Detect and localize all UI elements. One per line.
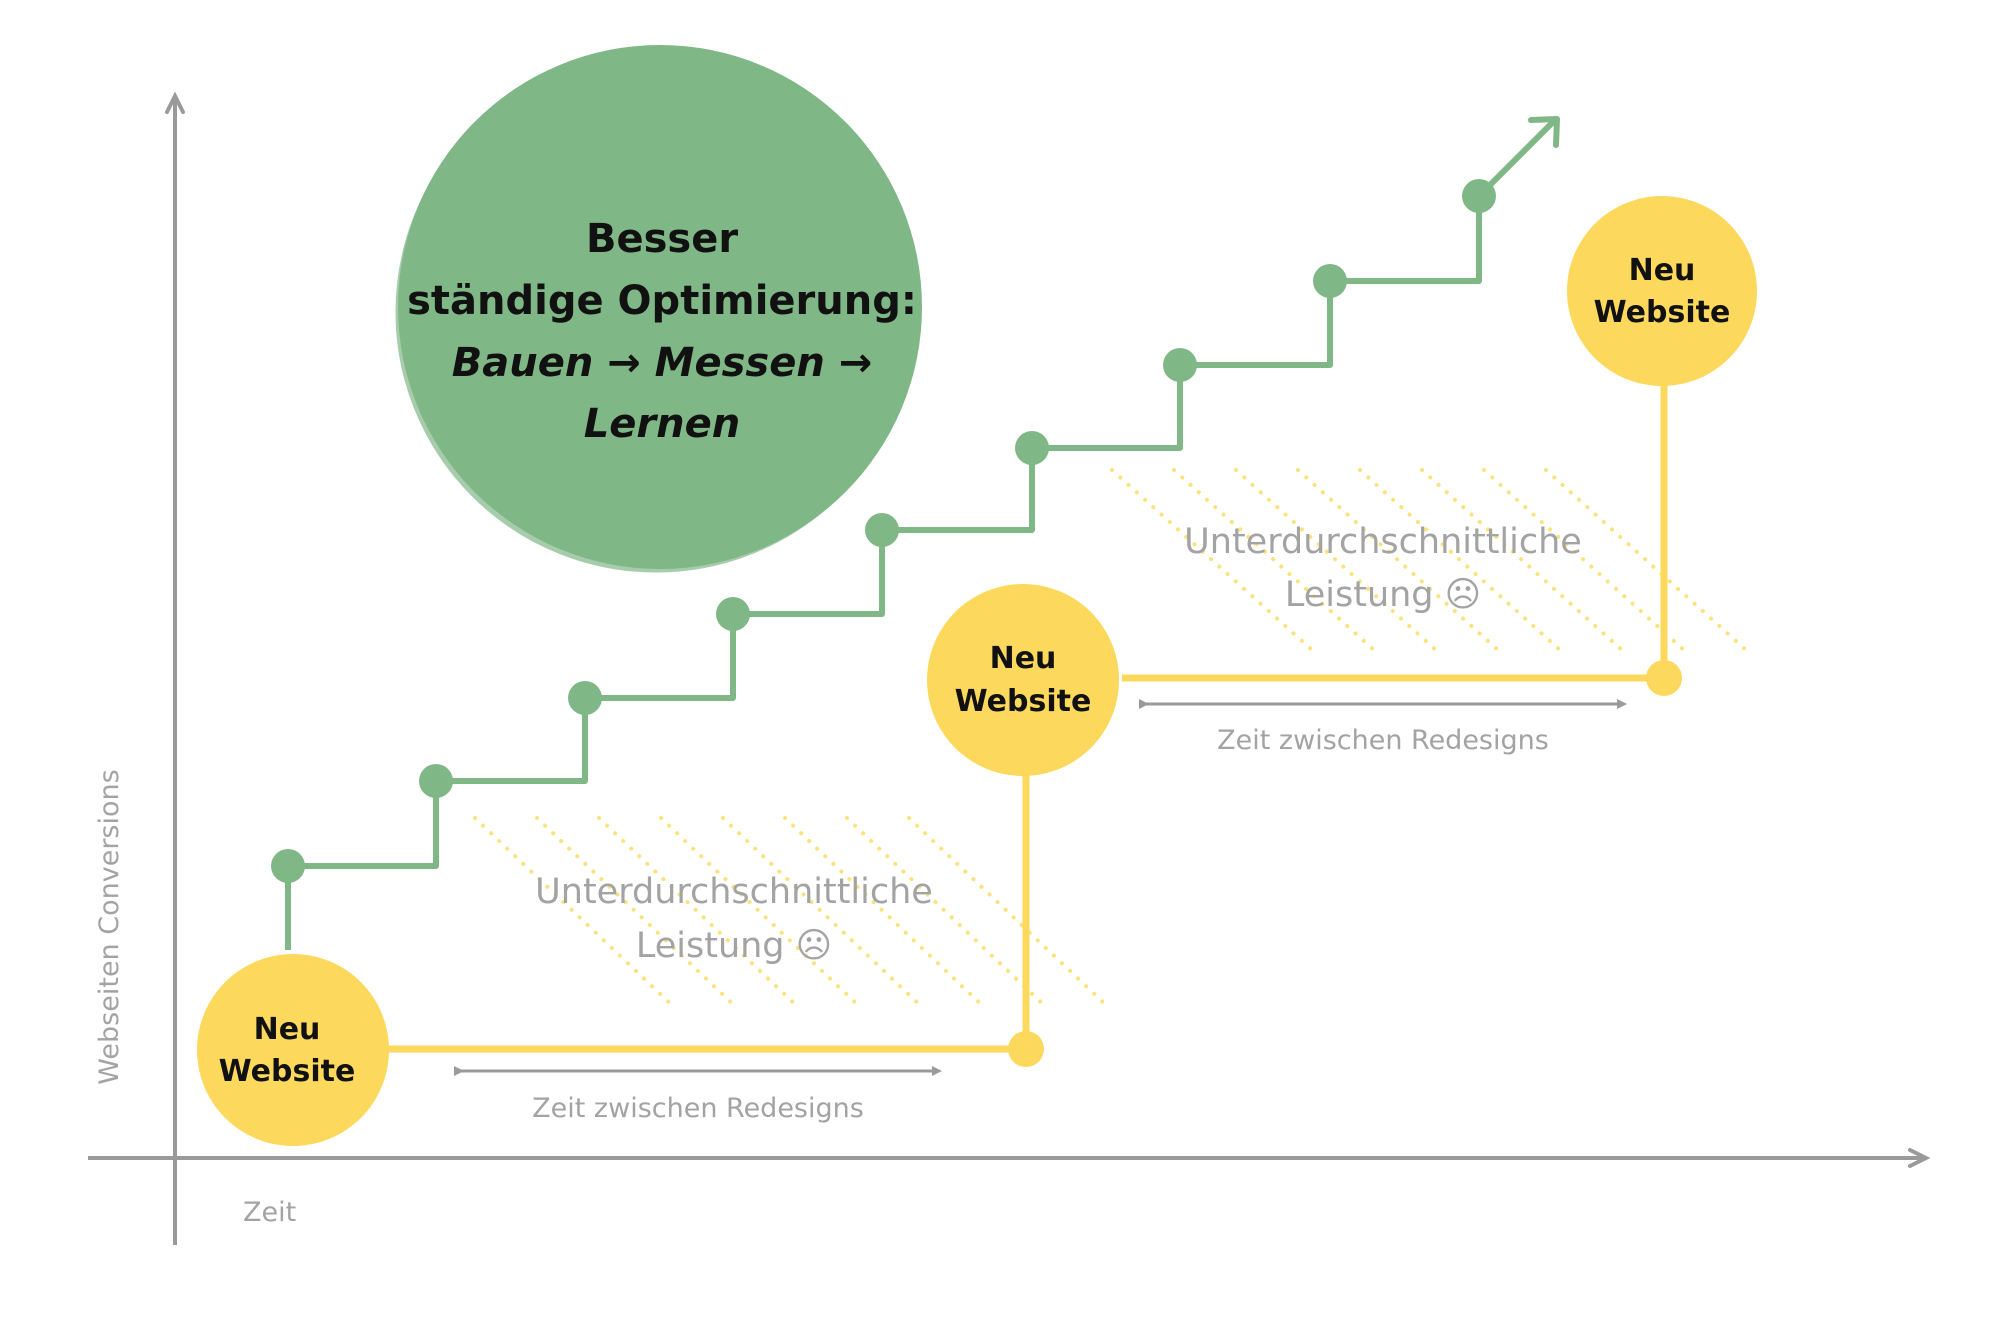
website-node-line2: Website (219, 1054, 356, 1089)
underperformance-label-1: Unterdurchschnittliche Leistung ☹ (535, 872, 933, 966)
optimization-text-line1: Besser (586, 216, 738, 262)
hatch-line (597, 816, 801, 1010)
website-node-1: Neu Website (197, 954, 389, 1146)
redesign-path (386, 385, 1682, 1067)
x-axis-label: Zeit (243, 1197, 296, 1228)
optimization-circle-sketch-edge (395, 51, 917, 573)
website-node-circle (1567, 196, 1757, 386)
optimization-text-line4: Lernen (584, 401, 740, 447)
website-node-line2: Website (955, 684, 1092, 719)
underperformance-line1: Unterdurchschnittliche (1184, 522, 1582, 562)
website-node-3: Neu Website (1567, 196, 1757, 386)
step-dot (1163, 348, 1197, 382)
optimization-text-line3: Bauen → Messen → (452, 340, 873, 386)
axes: Webseiten Conversions Zeit (88, 91, 1931, 1245)
x-axis-arrowhead (1908, 1148, 1931, 1168)
interval-label: Zeit zwischen Redesigns (532, 1093, 864, 1124)
hatch-line (845, 816, 1049, 1010)
optimization-circle-bg (398, 45, 922, 569)
step-dot (419, 764, 453, 798)
hatch-line (1544, 468, 1748, 652)
hatch-line (1172, 468, 1376, 652)
step-dot (1462, 179, 1496, 213)
interval-marker-2: Zeit zwischen Redesigns (1139, 699, 1627, 756)
hatch-line (1482, 468, 1686, 652)
step-dot (1015, 431, 1049, 465)
website-node-line2: Website (1594, 295, 1731, 330)
trend-arrowhead (1528, 116, 1560, 148)
hatch-line (659, 816, 863, 1010)
redesign-end-dot (1646, 660, 1682, 696)
hatch-line (721, 816, 925, 1010)
underperformance-hatch-area (1110, 468, 1748, 652)
y-axis-arrowhead (165, 91, 185, 114)
website-node-circle (927, 584, 1119, 776)
hatch-line (1296, 468, 1500, 652)
hatch-line (1110, 468, 1314, 652)
website-node-line1: Neu (1629, 253, 1696, 288)
step-dot (716, 597, 750, 631)
underperformance-label-2: Unterdurchschnittliche Leistung ☹ (1184, 522, 1582, 615)
underperformance-hatch-area (473, 816, 1111, 1010)
step-dot (865, 513, 899, 547)
hatch-line (1234, 468, 1438, 652)
redesign-end-dot (1008, 1031, 1044, 1067)
y-axis-label: Webseiten Conversions (94, 769, 125, 1084)
step-dot (1313, 264, 1347, 298)
website-node-line1: Neu (254, 1012, 321, 1047)
optimization-staircase (271, 116, 1560, 950)
interval-label: Zeit zwischen Redesigns (1217, 725, 1549, 756)
hatch-line (907, 816, 1111, 1010)
website-node-2: Neu Website (927, 584, 1119, 776)
hatch-line (535, 816, 739, 1010)
optimization-text-line2: ständige Optimierung: (407, 278, 917, 324)
website-node-circle (197, 954, 389, 1146)
hatch-line (783, 816, 987, 1010)
underperformance-line2: Leistung ☹ (1285, 575, 1481, 615)
hatch-line (1358, 468, 1562, 652)
hatch-line (473, 816, 677, 1010)
website-node-line1: Neu (990, 641, 1057, 676)
hatch-line (1420, 468, 1624, 652)
step-dot (271, 849, 305, 883)
interval-marker-1: Zeit zwischen Redesigns (454, 1066, 942, 1124)
optimization-circle: Besser ständige Optimierung: Bauen → Mes… (395, 45, 922, 573)
underperformance-line1: Unterdurchschnittliche (535, 872, 933, 912)
underperformance-line2: Leistung ☹ (636, 926, 832, 966)
step-dot (568, 681, 602, 715)
